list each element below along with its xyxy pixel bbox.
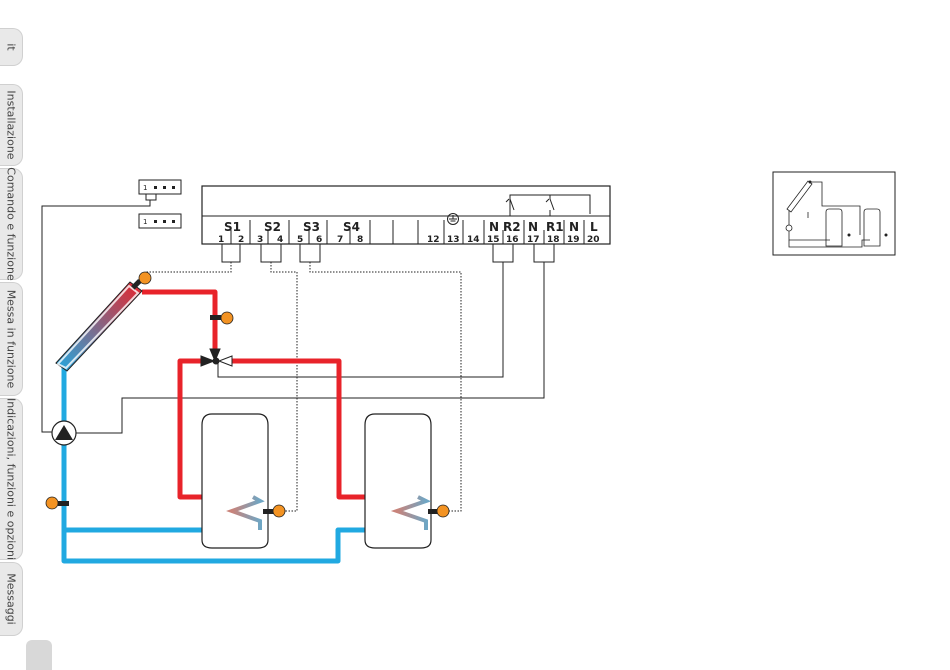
valve-icon (201, 349, 232, 366)
svg-text:17: 17 (527, 235, 540, 245)
svg-text:6: 6 (316, 235, 322, 245)
svg-text:1: 1 (143, 218, 147, 226)
jumper-connector[interactable]: 1 1 (139, 180, 181, 228)
svg-text:20: 20 (587, 235, 600, 245)
pump-wire (42, 200, 150, 432)
label-s2: S2 (264, 220, 281, 234)
label-n2: N (528, 220, 538, 234)
label-n1: N (489, 220, 499, 234)
svg-text:16: 16 (506, 235, 519, 245)
svg-text:1: 1 (143, 184, 147, 192)
svg-text:13: 13 (447, 235, 460, 245)
label-s1: S1 (224, 220, 241, 234)
svg-text:8: 8 (357, 235, 363, 245)
label-s4: S4 (343, 220, 360, 234)
svg-text:3: 3 (257, 235, 263, 245)
label-l: L (590, 220, 598, 234)
label-n3: N (569, 220, 579, 234)
svg-text:4: 4 (277, 235, 283, 245)
svg-text:19: 19 (567, 235, 580, 245)
system-thumbnail (773, 172, 895, 255)
collector-icon (56, 282, 142, 371)
svg-text:7: 7 (337, 235, 343, 245)
svg-text:2: 2 (238, 235, 244, 245)
svg-text:14: 14 (467, 235, 480, 245)
label-r1: R1 (546, 220, 564, 234)
pump-icon (52, 421, 76, 445)
relay-wires (76, 262, 544, 433)
svg-text:15: 15 (487, 235, 500, 245)
label-r2: R2 (503, 220, 521, 234)
tank-icon (202, 414, 431, 548)
svg-text:18: 18 (547, 235, 560, 245)
terminal-block: S1 S2 S3 S4 N R2 N R1 N L 1 2 3 4 5 6 7 … (202, 186, 610, 245)
label-s3: S3 (303, 220, 320, 234)
svg-text:1: 1 (218, 235, 224, 245)
svg-text:5: 5 (297, 235, 303, 245)
terminal-brackets (222, 244, 554, 262)
svg-text:12: 12 (427, 235, 440, 245)
